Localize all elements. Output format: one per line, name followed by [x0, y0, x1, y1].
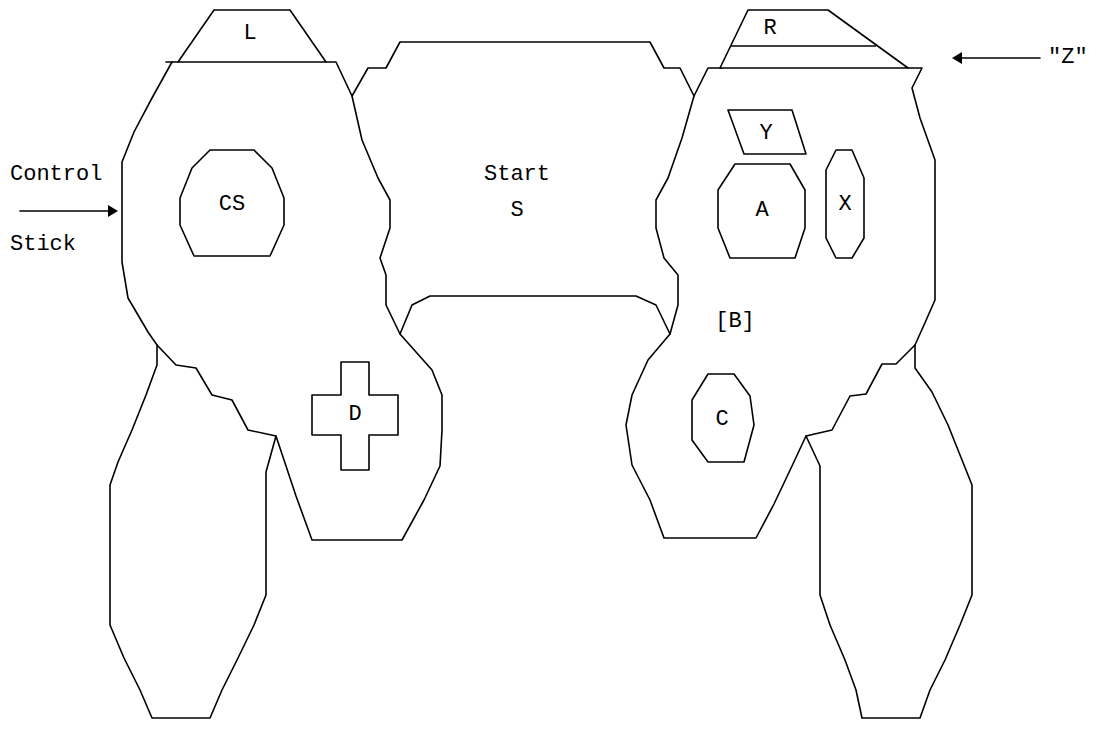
- face-button: A: [716, 162, 807, 260]
- shoulder-button: R: [718, 8, 910, 70]
- button-outline: [728, 110, 806, 154]
- button-label: Y: [759, 123, 772, 145]
- center-body: [352, 96, 694, 334]
- button-outline: [312, 362, 398, 470]
- body-top-center: [326, 42, 722, 96]
- c-stick: C: [690, 372, 756, 464]
- button-outline: [178, 10, 326, 62]
- button-outline: [180, 150, 284, 256]
- button-label: D: [348, 404, 361, 426]
- callout-label: "Z": [1048, 47, 1088, 69]
- button-label: [B]: [715, 311, 755, 333]
- shape-outline: [718, 8, 910, 70]
- face-button: Y: [726, 108, 808, 156]
- callout-label: Stick: [10, 234, 76, 256]
- button-label: C: [715, 409, 728, 431]
- button-label: R: [763, 18, 776, 40]
- button-label: A: [755, 200, 768, 222]
- stick-leader: [20, 210, 110, 212]
- control-stick: CS: [178, 148, 286, 258]
- right-handle: [806, 345, 972, 718]
- button-label: S: [510, 200, 523, 222]
- dpad: D: [310, 360, 400, 472]
- button-label: L: [243, 23, 256, 45]
- body-right-outer: [908, 68, 935, 345]
- face-button: X: [824, 148, 866, 260]
- callout-label: Control: [10, 164, 102, 186]
- arrow-head: [952, 52, 962, 64]
- left-handle: [110, 345, 276, 718]
- cstick-lobe: [626, 334, 806, 538]
- z-leader: [962, 57, 1040, 59]
- body-left-outer: [122, 62, 172, 345]
- button-label: Start: [484, 164, 550, 186]
- arrow-head: [108, 205, 118, 217]
- shoulder-button: L: [176, 8, 328, 64]
- button-outline: [826, 150, 864, 258]
- button-outline: [692, 374, 754, 462]
- start-area: StartS: [450, 155, 585, 230]
- dpad-lobe: [276, 334, 442, 540]
- button-outline: [720, 10, 908, 68]
- button-label: X: [838, 194, 851, 216]
- button-edge: [731, 45, 876, 47]
- button-outline: [718, 164, 805, 258]
- button-label: CS: [219, 194, 245, 216]
